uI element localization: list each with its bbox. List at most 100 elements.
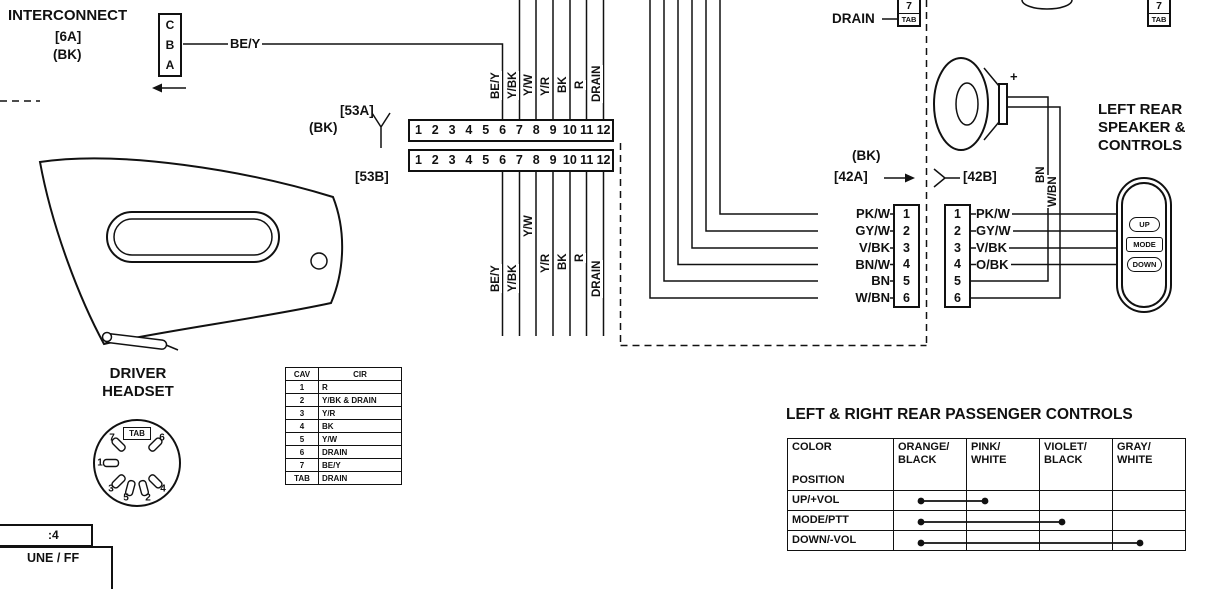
- cir-cell: Y/W: [318, 432, 402, 446]
- cir-cell: BK: [318, 419, 402, 433]
- speaker-plus-terminal: +: [1010, 69, 1018, 84]
- wire-label: Y/W: [523, 73, 535, 97]
- connector-42b-mate-icon: [933, 168, 960, 188]
- pin: 8: [532, 153, 540, 167]
- connector-53a-ref: [53A]: [340, 103, 374, 118]
- cav-cell: 7: [285, 458, 319, 472]
- passenger-controls-table: COLOR POSITION ORANGE/BLACK PINK/WHITE V…: [787, 438, 1186, 551]
- pin: 9: [549, 123, 557, 137]
- cell: [966, 490, 1040, 511]
- pin: 7: [515, 123, 523, 137]
- cav-cell: 3: [285, 406, 319, 420]
- connector-42b-ref: [42B]: [963, 169, 997, 184]
- table-row: MODE/PTT: [787, 510, 1186, 531]
- cav-cell: 4: [285, 419, 319, 433]
- col-header: CIR: [318, 367, 402, 381]
- pin: 9: [549, 153, 557, 167]
- pin: 2: [903, 224, 910, 238]
- connector-42a-arrow-icon: [884, 173, 915, 183]
- wire-label: W/BN: [818, 290, 890, 305]
- speaker-title-line2: SPEAKER &: [1098, 119, 1186, 136]
- col-header: CAV: [285, 367, 319, 381]
- headset-pin-label: 3: [108, 483, 114, 495]
- cir-cell: Y/R: [318, 406, 402, 420]
- header-line: BLACK: [898, 454, 937, 466]
- tab-pin: TAB: [1151, 15, 1167, 24]
- mode-button: MODE: [1126, 237, 1163, 252]
- row-label: DOWN/-VOL: [787, 530, 894, 551]
- cell: [1112, 490, 1186, 511]
- wire-label: R: [573, 252, 586, 263]
- wire-label: GY/W: [976, 223, 1013, 238]
- header-line: GRAY/: [1117, 441, 1151, 453]
- cell: [1039, 490, 1113, 511]
- fairing-panel-outline: [38, 157, 344, 351]
- pin: 7: [1149, 0, 1169, 14]
- cell: [1039, 510, 1113, 531]
- wire-label: PK/W: [976, 206, 1012, 221]
- pin: 3: [448, 153, 456, 167]
- speaker-icon: [933, 57, 1008, 151]
- interconnect-title: INTERCONNECT: [8, 7, 128, 24]
- title-line: DRIVER: [109, 365, 167, 382]
- cell: [1039, 530, 1113, 551]
- pin: 2: [431, 123, 439, 137]
- pin: 4: [903, 257, 910, 272]
- component-boundary-dashed: [0, 0, 928, 347]
- pin: 4: [465, 123, 473, 137]
- pin: 1: [414, 153, 422, 167]
- pin: 2: [954, 224, 961, 238]
- cir-cell: DRAIN: [318, 445, 402, 459]
- pin: 1: [903, 207, 910, 222]
- row-label: MODE/PTT: [787, 510, 894, 531]
- cav-cell: 1: [285, 380, 319, 394]
- connector-42a-ref: [42A]: [834, 169, 868, 184]
- partial-table-row2-text: UNE / FF: [27, 551, 80, 565]
- cir-cell: BE/Y: [318, 458, 402, 472]
- headset-pin-label: 7: [109, 432, 115, 444]
- wire-label: Y/R: [540, 252, 552, 274]
- wire-label: DRAIN: [590, 259, 603, 298]
- position-label: POSITION: [792, 474, 845, 486]
- rear-control-pod-face: [1121, 182, 1167, 308]
- header-line: VIOLET/: [1044, 441, 1087, 453]
- cell: [966, 510, 1040, 531]
- down-button: DOWN: [1127, 257, 1162, 272]
- pin: 5: [482, 153, 490, 167]
- wire-label: DRAIN: [590, 64, 603, 103]
- pin: 4: [954, 257, 961, 272]
- wire-label: O/BK: [976, 256, 1011, 272]
- left-arrow-icon: [152, 83, 186, 93]
- row-label: UP/+VOL: [787, 490, 894, 511]
- partial-table-row1-text: :4: [48, 528, 59, 542]
- wire-label: V/BK: [818, 240, 890, 255]
- pin: 10: [562, 153, 577, 167]
- table-row: UP/+VOL: [787, 490, 1186, 511]
- cell: [966, 530, 1040, 551]
- col-header: ORANGE/BLACK: [893, 438, 967, 491]
- interconnect-color: (BK): [53, 47, 82, 62]
- cell: [1112, 510, 1186, 531]
- wire-label: BK: [557, 252, 569, 271]
- table-row: DOWN/-VOL: [787, 530, 1186, 551]
- wire-label: BN/W: [818, 256, 890, 272]
- header-line: ORANGE/: [898, 441, 950, 453]
- drain-wire-label: DRAIN: [832, 11, 875, 26]
- col-header: GRAY/WHITE: [1112, 438, 1186, 491]
- wire-label: BE/Y: [489, 71, 502, 100]
- cir-cell: Y/BK & DRAIN: [318, 393, 402, 407]
- pin: 4: [465, 153, 473, 167]
- cut-ellipse-fragment: [1021, 0, 1073, 10]
- pin: 3: [954, 240, 961, 255]
- interconnect-pin-block: C B A: [158, 13, 182, 77]
- pin: 6: [499, 123, 507, 137]
- headset-pin-label: 1: [97, 457, 103, 469]
- cav-cell: TAB: [285, 471, 319, 485]
- header-row: COLOR POSITION ORANGE/BLACK PINK/WHITE V…: [787, 438, 1186, 491]
